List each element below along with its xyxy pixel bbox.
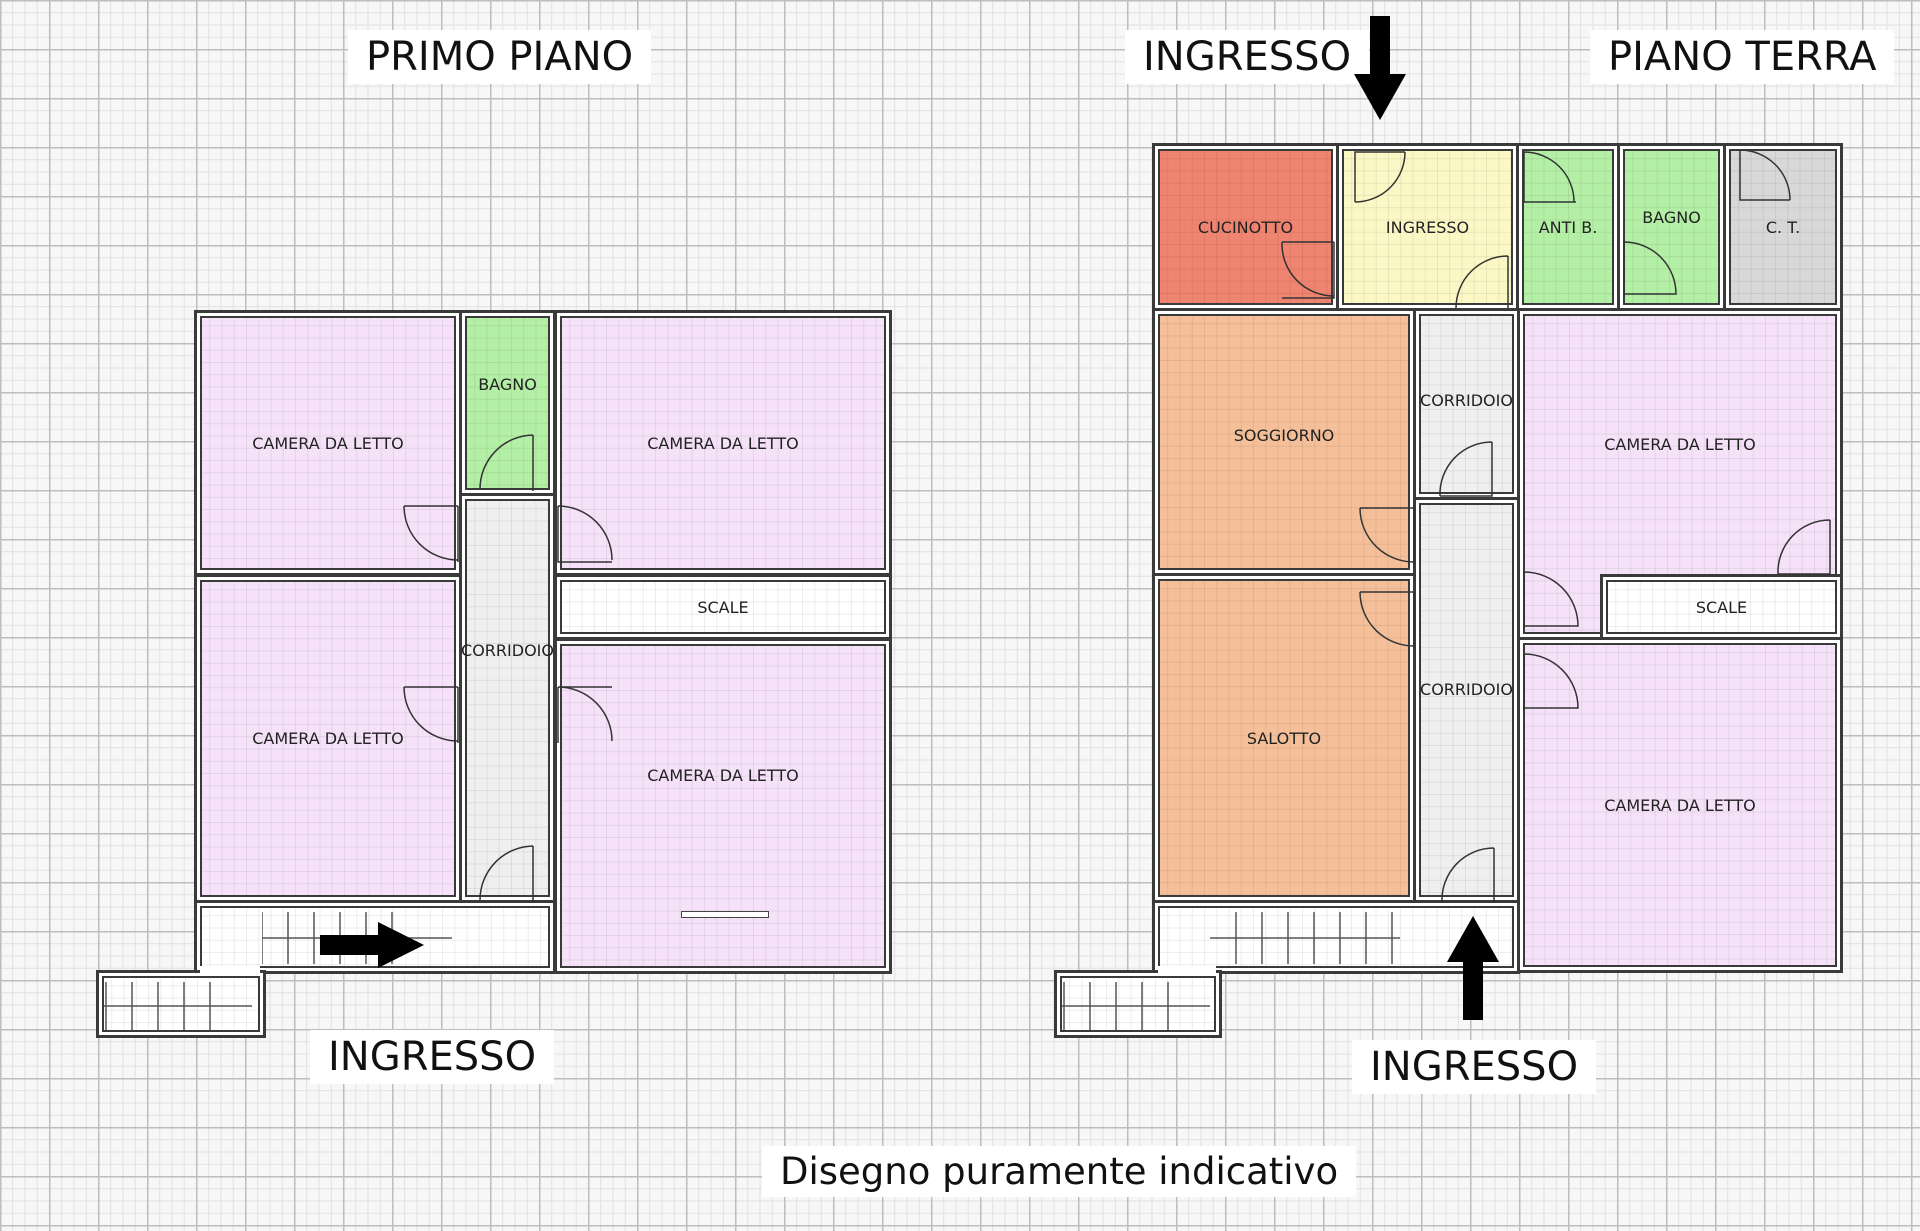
footer-note: Disegno puramente indicativo	[762, 1146, 1357, 1197]
room-label: CAMERA DA LETTO	[252, 729, 404, 748]
door-icon	[403, 686, 459, 743]
door-icon	[1777, 519, 1831, 575]
room-label: SCALE	[697, 597, 749, 617]
entry-steps-area	[1054, 970, 1222, 1038]
door-icon	[1523, 571, 1579, 628]
room-bedroom-2: CAMERA DA LETTO	[1517, 637, 1843, 973]
room-bedroom-1: CAMERA DA LETTO	[194, 310, 462, 576]
title-piano-terra: PIANO TERRA	[1590, 30, 1895, 84]
room-label: CORRIDOIO	[461, 641, 554, 660]
door-icon	[1739, 149, 1791, 201]
arrow-right-icon	[320, 922, 424, 968]
room-bedroom-4: CAMERA DA LETTO	[554, 638, 892, 974]
room-bedroom-2: CAMERA DA LETTO	[554, 310, 892, 576]
door-icon	[557, 505, 613, 563]
room-label: CUCINOTTO	[1197, 217, 1294, 237]
door-icon	[1439, 441, 1493, 497]
arrow-up-icon	[1447, 916, 1499, 1020]
landing-area	[194, 900, 556, 974]
room-label: BAGNO	[478, 375, 537, 394]
landing-patch	[1158, 966, 1216, 976]
door-icon	[479, 845, 534, 902]
arrow-down-icon	[1354, 16, 1406, 120]
door-icon	[1523, 151, 1576, 203]
room-label: INGRESSO	[1385, 217, 1470, 237]
entrance-label-top: INGRESSO	[1125, 30, 1370, 84]
door-icon	[557, 686, 613, 743]
room-corridor: CORRIDOIO	[459, 493, 556, 903]
door-icon	[403, 505, 459, 562]
room-kitchenette: CUCINOTTO	[1152, 143, 1339, 311]
room-label: CORRIDOIO	[1420, 680, 1513, 699]
door-icon	[1359, 591, 1415, 648]
room-label: SALOTTO	[1246, 728, 1322, 748]
room-stairs: SCALE	[554, 574, 892, 640]
room-label: CAMERA DA LETTO	[1604, 795, 1756, 815]
entry-steps-area	[96, 970, 266, 1038]
room-label: CAMERA DA LETTO	[1604, 435, 1756, 454]
room-lounge: SALOTTO	[1152, 573, 1416, 903]
door-icon	[1441, 847, 1495, 903]
entrance-label-terra: INGRESSO	[1352, 1040, 1597, 1094]
landing-patch	[200, 966, 260, 976]
room-label: CAMERA DA LETTO	[647, 766, 799, 785]
room-label: BAGNO	[1642, 208, 1701, 227]
stairs-icon	[1210, 912, 1400, 964]
room-label: CAMERA DA LETTO	[252, 433, 404, 453]
room-label: CAMERA DA LETTO	[647, 433, 799, 453]
door-icon	[1523, 653, 1579, 710]
room-bathroom: BAGNO	[459, 310, 556, 496]
room-label: CORRIDOIO	[1420, 391, 1513, 410]
door-icon	[1455, 255, 1509, 309]
room-label: C. T.	[1765, 217, 1801, 237]
window-mark	[681, 911, 769, 918]
room-living: SOGGIORNO	[1152, 308, 1416, 576]
room-stairs: SCALE	[1600, 574, 1843, 640]
door-icon	[1281, 241, 1335, 299]
door-icon	[1359, 507, 1415, 564]
room-corridor-bottom: CORRIDOIO	[1413, 497, 1520, 903]
room-bedroom-3: CAMERA DA LETTO	[194, 574, 462, 903]
door-icon	[479, 434, 534, 491]
room-label: ANTI B.	[1538, 217, 1598, 237]
door-icon	[1623, 241, 1677, 298]
entrance-label-primo: INGRESSO	[310, 1030, 555, 1084]
entry-stairs-icon	[104, 982, 252, 1030]
door-icon	[1354, 151, 1406, 203]
room-label: SCALE	[1695, 597, 1748, 617]
room-label: SOGGIORNO	[1233, 426, 1335, 445]
entry-stairs-icon	[1062, 982, 1210, 1030]
title-primo-piano: PRIMO PIANO	[348, 30, 652, 84]
